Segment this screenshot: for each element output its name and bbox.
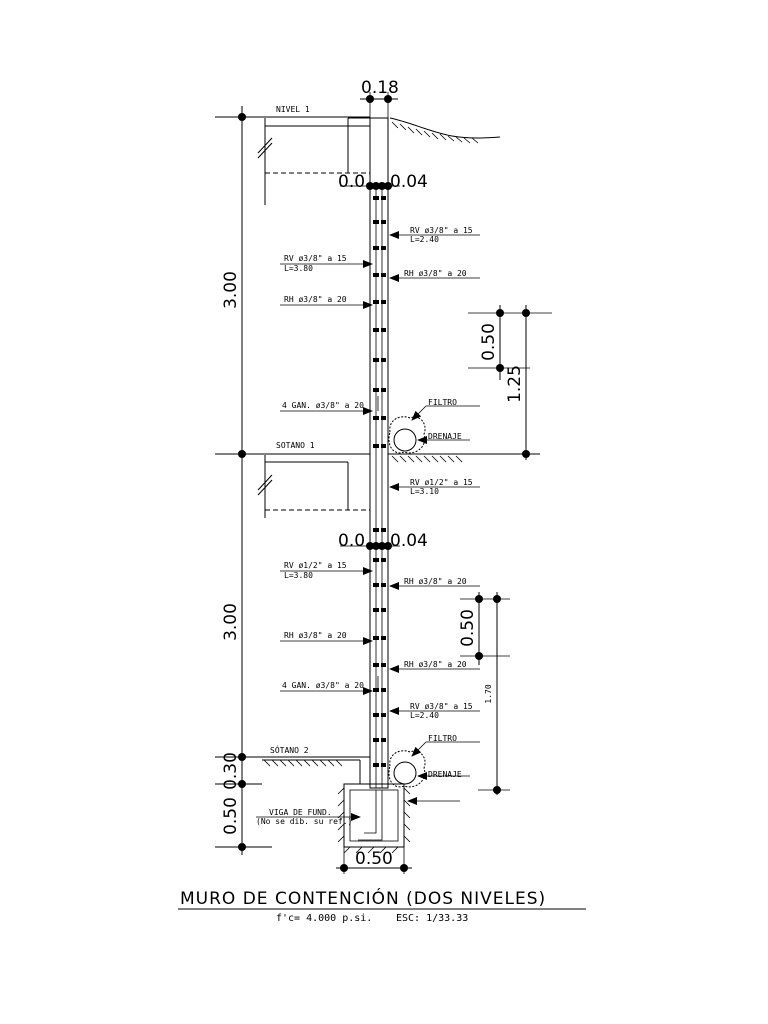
- rh-upper-left: RH ø3/8" a 20: [284, 295, 347, 304]
- dim-upper-height: 3.00: [221, 271, 241, 309]
- dim-lower-height: 3.00: [221, 603, 241, 641]
- dim-right-upper: 0.50 1.25: [468, 305, 552, 460]
- drenaje-lower-label: DRENAJE: [428, 770, 462, 779]
- dim-base-050: 0.50: [221, 797, 241, 835]
- rh-lower-right-2: RH ø3/8" a 20: [404, 660, 467, 669]
- dim-top-width-text: 0.18: [361, 78, 399, 98]
- rh-lower-left: RH ø3/8" a 20: [284, 631, 347, 640]
- svg-text:0.0: 0.0: [338, 172, 365, 192]
- rv-mid-right: RV ø1/2" a 15: [410, 478, 473, 487]
- gan-lower: 4 GAN. ø3/8" a 20: [282, 681, 364, 690]
- terrain-sotano1: [388, 453, 540, 463]
- sotano2-label: SÓTANO 2: [270, 744, 309, 755]
- drainage-lower: FILTRO DRENAJE: [388, 734, 480, 805]
- rh-upper-right: RH ø3/8" a 20: [404, 269, 467, 278]
- rv-upper-left: RV ø3/8" a 15: [284, 254, 347, 263]
- dim-top-width: 0.18: [360, 78, 399, 118]
- rebar-callouts-right: RV ø3/8" a 15 L=2.40 RH ø3/8" a 20 RV ø1…: [389, 226, 480, 720]
- rh-lower-right-1: RH ø3/8" a 20: [404, 577, 467, 586]
- dim-right-050-top: 0.50: [479, 323, 499, 361]
- dim-base-030: 0.30: [221, 752, 241, 790]
- drainage-upper: FILTRO DRENAJE: [388, 398, 480, 454]
- svg-text:0.0: 0.0: [338, 531, 365, 551]
- rv-upper-right: RV ø3/8" a 15: [410, 226, 473, 235]
- drawing-title: MURO DE CONTENCIÓN (DOS NIVELES): [180, 887, 546, 909]
- viga-line2: (No se dib. su ref.): [256, 817, 352, 826]
- rv-lower-left-len: L=3.80: [284, 571, 313, 580]
- rv-lower-right: RV ø3/8" a 15: [410, 702, 473, 711]
- title-block: MURO DE CONTENCIÓN (DOS NIVELES) f'c= 4.…: [178, 887, 586, 924]
- rv-upper-right-len: L=2.40: [410, 235, 439, 244]
- rv-upper-left-len: L=3.80: [284, 264, 313, 273]
- dim-lower-cover-text: 0.04: [390, 531, 428, 551]
- filtro-lower-label: FILTRO: [428, 734, 457, 743]
- dim-right-050-bottom: 0.50: [458, 609, 478, 647]
- dim-lower-cover: 0.0 0.04: [338, 531, 428, 551]
- terrain-top: [389, 117, 501, 144]
- sotano2-footing: SÓTANO 2 VIGA DE FUND. (No se dib. su re…: [256, 744, 411, 854]
- dim-right-170: 1.70: [484, 684, 493, 703]
- dim-right-125: 1.25: [505, 365, 525, 403]
- dim-upper-cover-text: 0.04: [390, 172, 428, 192]
- dim-upper-cover: 0.0 0.04: [338, 172, 428, 192]
- rv-mid-right-len: L=3.10: [410, 487, 439, 496]
- horizontal-bars: [373, 196, 386, 767]
- dim-right-lower: 0.50 1.70: [458, 592, 510, 795]
- filtro-upper-label: FILTRO: [428, 398, 457, 407]
- sotano1-label: SOTANO 1: [276, 441, 315, 450]
- nivel1-label: NIVEL 1: [276, 105, 310, 114]
- fc-spec: f'c= 4.000 p.si.: [276, 913, 372, 924]
- rebar-callouts-left: RV ø3/8" a 15 L=3.80 RH ø3/8" a 20 4 GAN…: [280, 254, 379, 695]
- sotano1-slab: SOTANO 1: [257, 441, 370, 518]
- rv-lower-left: RV ø1/2" a 15: [284, 561, 347, 570]
- dim-footing-width: 0.50: [336, 847, 412, 874]
- viga-line1: VIGA DE FUND.: [269, 808, 332, 817]
- dim-left: 3.00 3.00 0.30 0.50: [215, 106, 370, 855]
- gan-upper: 4 GAN. ø3/8" a 20: [282, 401, 364, 410]
- dim-footing-width-text: 0.50: [355, 849, 393, 869]
- rv-lower-right-len: L=2.40: [410, 711, 439, 720]
- wall-section: [347, 117, 389, 789]
- scale-spec: ESC: 1/33.33: [396, 913, 468, 924]
- drenaje-upper-label: DRENAJE: [428, 432, 462, 441]
